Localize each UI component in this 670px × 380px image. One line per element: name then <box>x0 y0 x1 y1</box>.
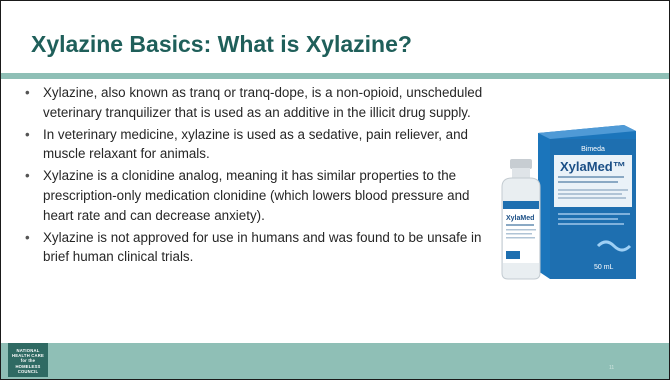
bullet-text: Xylazine is not approved for use in huma… <box>43 229 482 265</box>
bullet-text: Xylazine is a clonidine analog, meaning … <box>43 168 470 223</box>
logo-line: for the <box>20 358 36 364</box>
bullet-item: • Xylazine is a clonidine analog, meaning… <box>19 166 489 225</box>
logo-line: HEALTH CARE <box>12 353 44 359</box>
box-volume: 50 mL <box>594 264 614 271</box>
footer-bar <box>1 343 669 379</box>
bullet-item: • Xylazine is not approved for use in hum… <box>19 228 489 268</box>
box-product-name: XylaMed™ <box>560 159 626 174</box>
xylamed-product-illustration: Bimeda XylaMed™ 50 mL XylaMed <box>501 125 636 280</box>
slide-title: Xylazine Basics: What is Xylazine? <box>31 31 412 57</box>
bullet-text: In veterinary medicine, xylazine is used… <box>43 126 469 162</box>
bullet-dot: • <box>25 229 30 245</box>
product-box: Bimeda XylaMed™ 50 mL <box>538 125 636 279</box>
page-number: 11 <box>609 365 615 371</box>
bullet-list: • Xylazine, also known as tranq or tranq-… <box>19 83 489 269</box>
product-image: Bimeda XylaMed™ 50 mL XylaMed <box>496 111 646 281</box>
bullet-item: • In veterinary medicine, xylazine is use… <box>19 125 489 165</box>
bottle-label: XylaMed <box>506 215 534 222</box>
nhchc-logo: NATIONAL HEALTH CARE for the HOMELESS CO… <box>8 343 48 377</box>
title-bar: Xylazine Basics: What is Xylazine? <box>1 1 669 73</box>
product-bottle: XylaMed <box>501 159 541 280</box>
logo-line: HOMELESS <box>15 363 41 369</box>
bullet-dot: • <box>25 85 30 100</box>
logo-line: NATIONAL <box>16 348 40 353</box>
bullet-item: • Xylazine, also known as tranq or tranq-… <box>19 83 489 123</box>
box-brand: Bimeda <box>581 146 605 153</box>
bullet-dot: • <box>25 168 30 184</box>
title-rule <box>1 73 669 79</box>
bullet-text: Xylazine, also known as tranq or tranq-d… <box>43 85 483 120</box>
logo-line: COUNCIL <box>17 368 39 374</box>
bullet-dot: • <box>25 126 30 142</box>
